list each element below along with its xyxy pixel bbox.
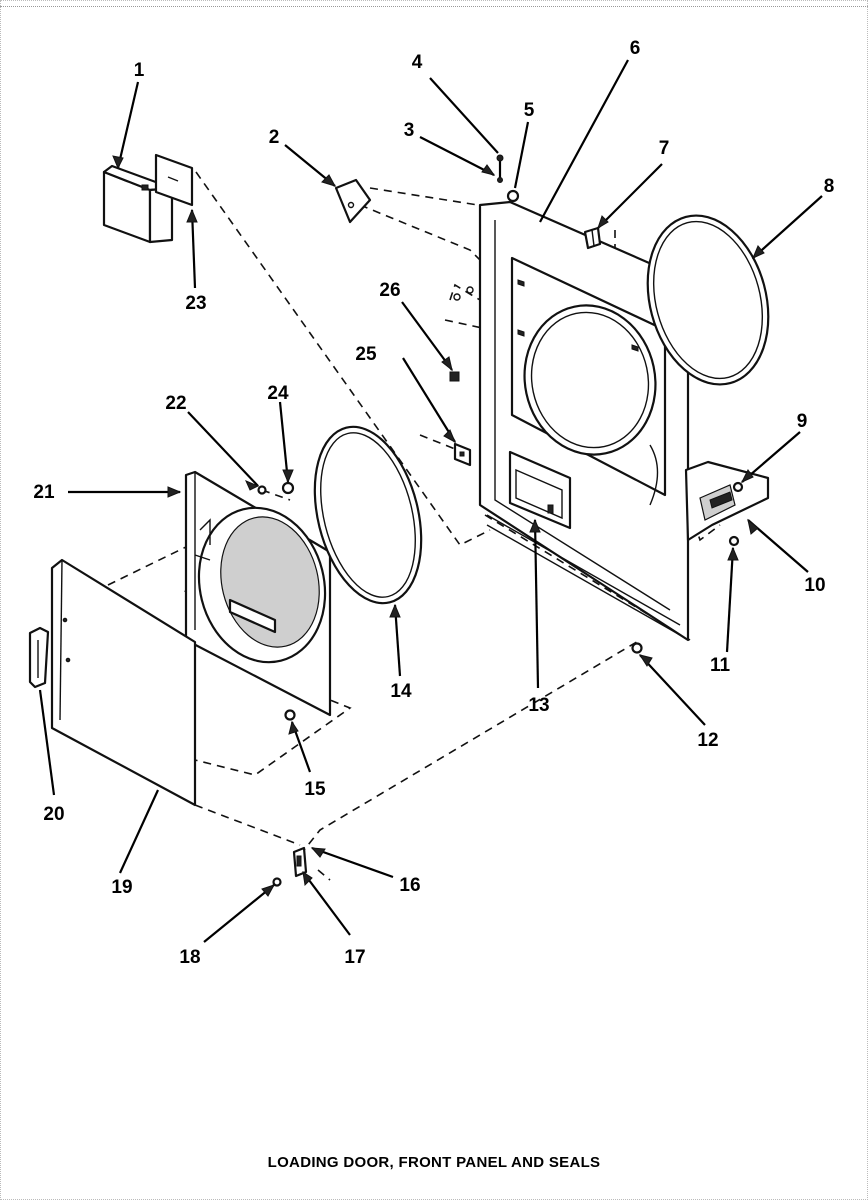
part-12-screw bbox=[631, 642, 643, 654]
part-5-washer bbox=[506, 189, 520, 203]
callout-7: 7 bbox=[659, 138, 670, 159]
callout-20: 20 bbox=[43, 804, 64, 825]
part-23-label-card bbox=[154, 153, 194, 207]
callout-2: 2 bbox=[269, 127, 280, 148]
part-2-bracket bbox=[334, 178, 372, 224]
callout-9: 9 bbox=[797, 411, 808, 432]
part-25-plate bbox=[453, 442, 472, 467]
leader-lines bbox=[38, 59, 823, 943]
callout-15: 15 bbox=[304, 779, 326, 800]
part-14-door-seal bbox=[313, 425, 423, 605]
callout-25: 25 bbox=[355, 344, 377, 365]
part-1-cover-box bbox=[102, 164, 174, 244]
leader-arrowheads bbox=[112, 155, 765, 897]
part-19-outer-door bbox=[50, 558, 197, 807]
diagram-caption: LOADING DOOR, FRONT PANEL AND SEALS bbox=[267, 1154, 601, 1171]
callout-4: 4 bbox=[412, 52, 423, 73]
callout-5: 5 bbox=[524, 100, 535, 121]
callout-11: 11 bbox=[710, 655, 731, 676]
part-20-handle bbox=[28, 626, 50, 689]
callout-19: 19 bbox=[111, 877, 132, 898]
part-10-switch-bracket bbox=[684, 460, 770, 542]
callout-13: 13 bbox=[528, 695, 549, 716]
part-8-ring-seal bbox=[646, 214, 770, 386]
callout-1: 1 bbox=[134, 60, 145, 81]
callout-3: 3 bbox=[404, 120, 415, 141]
callout-23: 23 bbox=[185, 293, 206, 314]
part-15-washer bbox=[284, 709, 296, 721]
part-11-screw bbox=[728, 535, 740, 547]
callout-12: 12 bbox=[697, 730, 718, 751]
header-strip bbox=[0, 0, 868, 7]
callout-6: 6 bbox=[630, 38, 641, 59]
callout-14: 14 bbox=[390, 681, 412, 702]
callout-23-24-24: 24 bbox=[267, 383, 289, 404]
callout-21: 21 bbox=[33, 482, 55, 503]
callout-labels: 1 2 3 4 5 6 7 8 9 10 11 12 13 14 15 16 1… bbox=[33, 38, 834, 968]
callout-8: 8 bbox=[824, 176, 835, 197]
callout-10: 10 bbox=[804, 575, 825, 596]
callout-26: 26 bbox=[379, 280, 400, 301]
callout-22: 22 bbox=[165, 393, 186, 414]
part-17-hinge bbox=[292, 846, 308, 878]
part-24-fastener bbox=[281, 481, 295, 495]
part-3-4-screws bbox=[496, 154, 504, 183]
part-7-clip bbox=[583, 226, 602, 250]
callout-16: 16 bbox=[399, 875, 420, 896]
part-18-screw bbox=[272, 877, 282, 887]
callout-17: 17 bbox=[344, 947, 365, 968]
part-21-inner-door bbox=[184, 470, 332, 717]
part-9-switch bbox=[732, 481, 744, 493]
part-26-screws bbox=[449, 286, 474, 382]
callout-18: 18 bbox=[179, 947, 200, 968]
